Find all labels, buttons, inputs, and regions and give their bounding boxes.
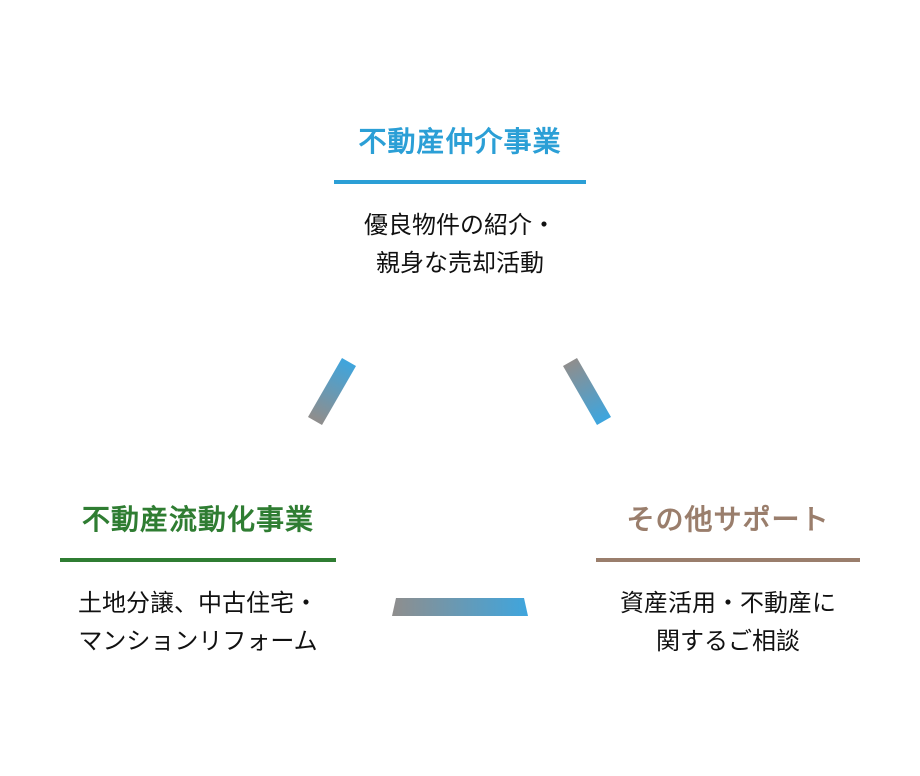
node-desc-line: 土地分譲、中古住宅・	[78, 589, 318, 617]
node-title-distribution: 不動産流動化事業	[81, 503, 314, 536]
node-title-other: その他サポート	[626, 503, 830, 536]
node-desc-line: 親身な売却活動	[376, 249, 544, 277]
node-rule-brokerage	[334, 180, 586, 184]
node-desc-brokerage: 優良物件の紹介・ 親身な売却活動	[310, 206, 610, 282]
node-brokerage: 不動産仲介事業 優良物件の紹介・ 親身な売却活動	[310, 122, 610, 282]
node-rule-other	[596, 558, 860, 562]
node-other: その他サポート 資産活用・不動産に 関するご相談	[568, 500, 888, 660]
node-desc-line: 関するご相談	[656, 627, 800, 655]
connector-bottom	[392, 598, 528, 616]
node-title-brokerage: 不動産仲介事業	[358, 125, 562, 158]
node-desc-line: 優良物件の紹介・	[364, 211, 556, 239]
node-rule-distribution	[60, 558, 336, 562]
connector-right	[563, 358, 611, 425]
node-distribution: 不動産流動化事業 土地分譲、中古住宅・ マンションリフォーム	[28, 500, 368, 660]
node-desc-distribution: 土地分譲、中古住宅・ マンションリフォーム	[28, 584, 368, 660]
node-desc-other: 資産活用・不動産に 関するご相談	[568, 584, 888, 660]
node-desc-line: マンションリフォーム	[78, 627, 318, 655]
connector-left	[308, 358, 356, 425]
node-desc-line: 資産活用・不動産に	[620, 589, 836, 617]
